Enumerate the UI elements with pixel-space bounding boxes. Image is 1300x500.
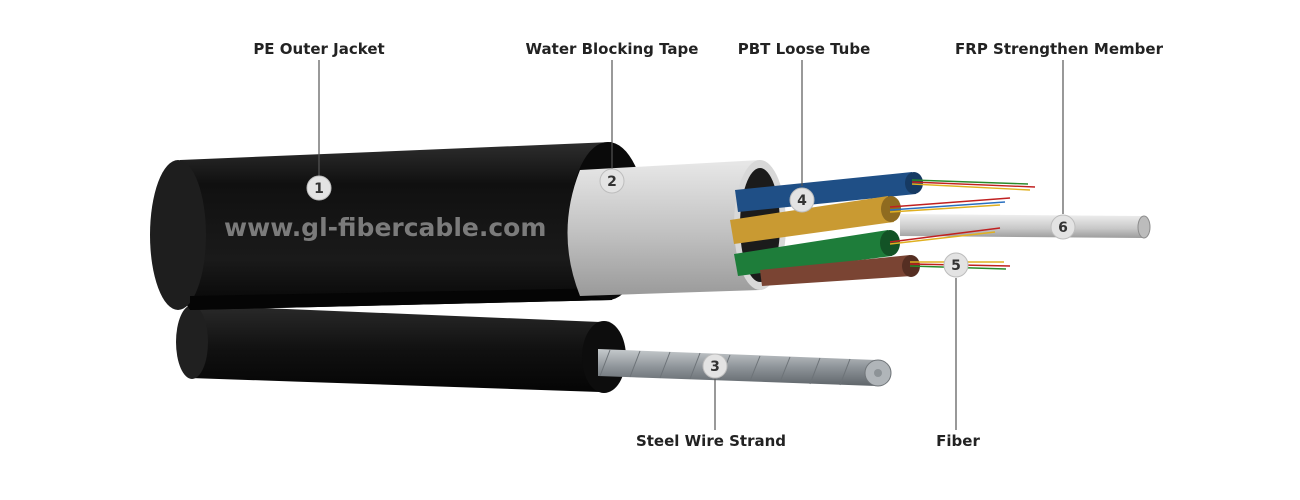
badge-6: 6 bbox=[1050, 214, 1076, 240]
badge-5: 5 bbox=[943, 252, 969, 278]
badge-1-number: 1 bbox=[314, 181, 324, 197]
label-fiber: Fiber bbox=[936, 432, 980, 450]
label-steel-wire-strand: Steel Wire Strand bbox=[636, 432, 786, 450]
badge-6-number: 6 bbox=[1058, 220, 1068, 236]
label-pe-outer-jacket: PE Outer Jacket bbox=[253, 40, 384, 58]
frp-strength-member bbox=[900, 214, 1151, 239]
badge-4: 4 bbox=[789, 187, 815, 213]
badge-2-number: 2 bbox=[607, 174, 617, 190]
watermark-text: www.gl-fibercable.com bbox=[224, 213, 546, 242]
badge-3: 3 bbox=[702, 353, 728, 379]
badge-3-number: 3 bbox=[710, 359, 720, 375]
label-frp-strengthen-member: FRP Strengthen Member bbox=[955, 40, 1164, 58]
messenger-sheath bbox=[176, 305, 626, 393]
badge-4-number: 4 bbox=[797, 193, 807, 209]
badge-1: 1 bbox=[306, 175, 332, 201]
label-pbt-loose-tube: PBT Loose Tube bbox=[738, 40, 871, 58]
pbt-loose-tubes bbox=[730, 172, 923, 286]
leader-lines bbox=[318, 60, 1064, 430]
steel-wire-strand bbox=[598, 349, 892, 387]
label-water-blocking-tape: Water Blocking Tape bbox=[526, 40, 699, 58]
badge-5-number: 5 bbox=[951, 258, 961, 274]
badge-2: 2 bbox=[599, 168, 625, 194]
